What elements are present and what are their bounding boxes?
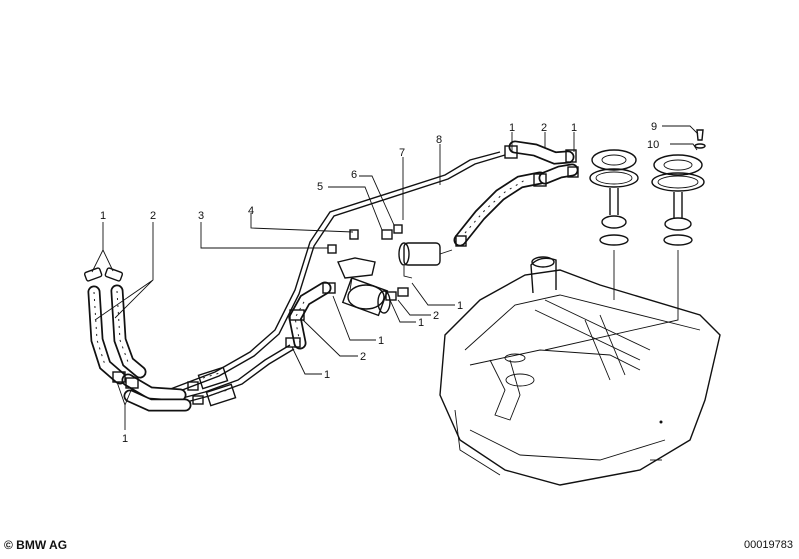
callout-1: 1 bbox=[571, 122, 577, 134]
callout-2: 2 bbox=[150, 210, 156, 222]
fuel-tank bbox=[439, 256, 721, 486]
fuel-filter bbox=[385, 242, 453, 301]
callout-2: 2 bbox=[360, 351, 366, 363]
callout-3: 3 bbox=[198, 210, 204, 222]
callout-5: 5 bbox=[317, 181, 323, 193]
callout-labels: 1 2 3 4 5 6 7 8 1 2 1 9 10 1 2 1 1 2 1 1 bbox=[100, 121, 659, 445]
leader-lines bbox=[91, 125, 699, 430]
fuel-pump bbox=[337, 257, 391, 317]
fuel-lines bbox=[159, 151, 506, 409]
inline-filters bbox=[187, 366, 237, 407]
callout-1: 1 bbox=[457, 300, 463, 312]
callout-1: 1 bbox=[418, 317, 424, 329]
callout-1: 1 bbox=[122, 433, 128, 445]
callout-7: 7 bbox=[399, 147, 405, 159]
diagram-number: 00019783 bbox=[744, 539, 793, 551]
callout-9: 9 bbox=[651, 121, 657, 133]
callout-6: 6 bbox=[351, 169, 357, 181]
callout-10: 10 bbox=[647, 139, 659, 151]
callout-1: 1 bbox=[324, 369, 330, 381]
small-clamps bbox=[83, 145, 579, 389]
callout-2: 2 bbox=[433, 310, 439, 322]
callout-8: 8 bbox=[436, 134, 442, 146]
callout-1: 1 bbox=[378, 335, 384, 347]
hoses bbox=[87, 140, 579, 412]
copyright-label: © BMW AG bbox=[4, 538, 68, 552]
callout-1: 1 bbox=[509, 122, 515, 134]
tank-sending-unit bbox=[589, 149, 639, 300]
callout-4: 4 bbox=[248, 205, 254, 217]
gauge-sender-unit bbox=[544, 129, 706, 351]
callout-2: 2 bbox=[541, 122, 547, 134]
callout-1: 1 bbox=[100, 210, 106, 222]
